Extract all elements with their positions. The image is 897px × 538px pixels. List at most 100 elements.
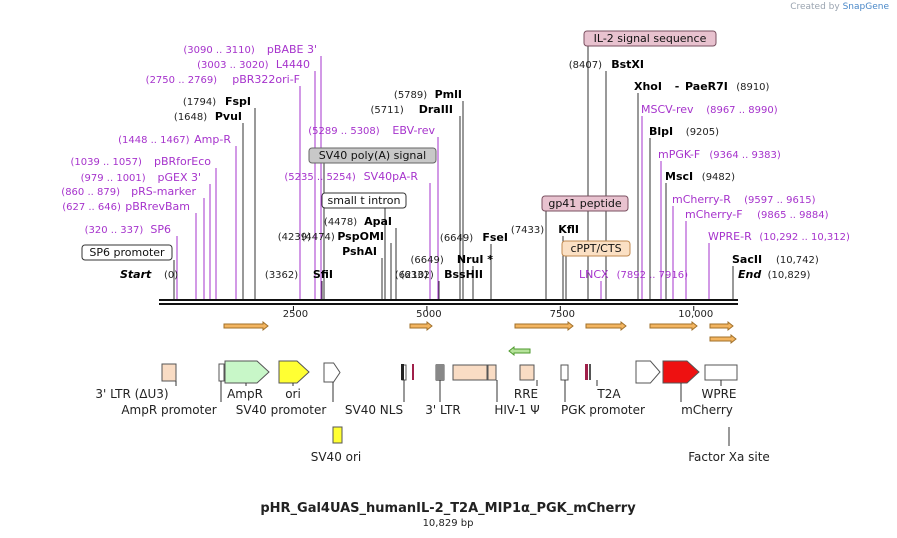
primer-prsmarker[interactable]: pRS-marker(860 .. 879) (61, 185, 196, 198)
reverse-orf-arrow[interactable] (508, 345, 531, 357)
primer-name: pBABE 3' (267, 43, 317, 56)
enzyme-site-start[interactable]: Start (0) (120, 268, 178, 281)
label-box (541, 195, 629, 212)
enzyme-site-blpi[interactable]: BlpI(9205) (649, 125, 719, 138)
feature-t2a[interactable] (560, 364, 569, 381)
enzyme-site-sfii[interactable]: SfiI(3362) (265, 268, 333, 281)
enzyme-coord: (8910) (736, 82, 769, 93)
enzyme-site-fsei[interactable]: FseI (6649) (440, 231, 508, 244)
feature-3ltru3[interactable] (161, 363, 177, 382)
feature-label-sp6promoter[interactable]: SP6 promoter (81, 244, 173, 261)
primer-ampr[interactable]: Amp-R(1448 .. 1467) (118, 133, 231, 146)
primer-coord: (10,292 .. 10,312) (759, 232, 850, 243)
orf-arrow[interactable] (585, 320, 627, 332)
feature-shape (704, 364, 738, 381)
feature-label-mcherry: mCherry (681, 403, 733, 417)
enzyme-name: FseI (482, 231, 508, 244)
enzyme-site-bsshii[interactable]: BssHII(6332) (401, 268, 483, 281)
primer-name: WPRE-R (708, 230, 752, 243)
feature-sv40promoter[interactable] (323, 362, 341, 383)
primer-name: Amp-R (194, 133, 231, 146)
primer-sp6[interactable]: SP6(320 .. 337) (85, 223, 171, 236)
enzyme-site-pshai[interactable]: PshAI (342, 245, 377, 258)
enzyme-name: BstXI (611, 58, 644, 71)
primer-mcherryr[interactable]: mCherry-R(9597 .. 9615) (672, 193, 816, 206)
primer-mscvrev[interactable]: MSCV-rev(8967 .. 8990) (641, 103, 778, 116)
feature-shape (323, 362, 341, 383)
primer-sv40par[interactable]: SV40pA-R(5235 .. 5254) (284, 170, 418, 183)
enzyme-site-xhoi[interactable]: XhoI (634, 80, 662, 93)
enzyme-site-kfli[interactable]: KflI(7433) (511, 223, 579, 236)
feature-hiv1[interactable] (487, 364, 497, 381)
snapgene-logo: SnapGene (842, 2, 889, 12)
label-text: cPPT/CTS (570, 242, 621, 255)
feature-label-smalltintron[interactable]: small t intron (321, 192, 407, 209)
primer-ebvrev[interactable]: EBV-rev(5289 .. 5308) (308, 124, 435, 137)
primer-mcherryf[interactable]: mCherry-F(9865 .. 9884) (685, 208, 829, 221)
enzyme-name: End (738, 268, 761, 281)
enzyme-coord: (6649) (440, 233, 473, 244)
feature-label-gp41peptide[interactable]: gp41 peptide (541, 195, 629, 212)
primer-pgex3[interactable]: pGEX 3'(979 .. 1001) (81, 171, 201, 184)
orf-arrow[interactable] (223, 320, 269, 332)
primer-l4440[interactable]: L4440(3003 .. 3020) (197, 58, 310, 71)
primer-name: mCherry-F (685, 208, 743, 221)
label-text: IL-2 signal sequence (594, 32, 707, 45)
feature-amprpromoter[interactable] (218, 363, 225, 382)
feature-label-il2signalsequence[interactable]: IL-2 signal sequence (583, 30, 717, 47)
enzyme-coord: (5789) (394, 90, 427, 101)
feature-rre[interactable] (452, 364, 488, 381)
enzyme-site-fspi[interactable]: FspI(1794) (183, 95, 251, 108)
enzyme-site-pspomi[interactable]: PspOMI(4474) (302, 230, 384, 243)
feature-wpre[interactable] (704, 364, 738, 381)
primer-mpgkf[interactable]: mPGK-F(9364 .. 9383) (658, 148, 781, 161)
orf-arrow[interactable] (649, 320, 698, 332)
feature-factorxasite[interactable] (635, 360, 661, 384)
enzyme-site-apai[interactable]: ApaI(4478) (324, 215, 392, 228)
label-text: SV40 poly(A) signal (319, 149, 426, 162)
enzyme-coord: (3362) (265, 270, 298, 281)
feature-label-sv40polyasignal[interactable]: SV40 poly(A) signal (308, 147, 437, 164)
primer-wprer[interactable]: WPRE-R (10,292 .. 10,312) (708, 230, 850, 243)
feature-marker (412, 364, 414, 380)
feature-ampr[interactable] (224, 360, 270, 384)
feature-ori[interactable] (278, 360, 310, 384)
orf-arrow[interactable] (514, 320, 574, 332)
feature-marker (436, 364, 444, 381)
feature-label-3ltru3: 3' LTR (ΔU3) (95, 387, 168, 401)
feature-label-t2a: T2A (596, 387, 621, 401)
enzyme-site-nrui[interactable]: NruI *(6649) (411, 253, 494, 266)
enzyme-coord: (4478) (324, 217, 357, 228)
primer-pbrrevbam[interactable]: pBRrevBam(627 .. 646) (62, 200, 190, 213)
enzyme-site-pmli[interactable]: PmlI(5789) (394, 88, 462, 101)
feature-shape (519, 364, 535, 381)
orf-arrow[interactable] (709, 333, 737, 345)
feature-shape (218, 363, 225, 382)
enzyme-site-paer7i[interactable]: PaeR7I(8910) (685, 80, 770, 93)
primer-pbrforeco[interactable]: pBRforEco(1039 .. 1057) (70, 155, 211, 168)
enzyme-site-end[interactable]: End(10,829) (738, 268, 810, 281)
primer-pbabe3[interactable]: pBABE 3'(3090 .. 3110) (183, 43, 317, 56)
feature-sv40ori[interactable] (332, 426, 343, 444)
enzyme-site-bstxi[interactable]: BstXI(8407) (569, 58, 644, 71)
enzyme-site-pvui[interactable]: PvuI(1648) (174, 110, 242, 123)
feature-pgkpromoter[interactable] (519, 364, 535, 381)
enzyme-site-draiii[interactable]: DraIII(5711) (371, 103, 453, 116)
orf-arrow[interactable] (709, 320, 734, 332)
primer-lncx[interactable]: LNCX(7892 .. 7916) (579, 268, 688, 281)
enzyme-coord: (0) (164, 270, 178, 281)
feature-label-pgkpromoter: PGK promoter (561, 403, 645, 417)
enzyme-name: Start (120, 268, 152, 281)
feature-mcherry[interactable] (662, 360, 700, 384)
enzyme-coord: (7433) (511, 225, 544, 236)
enzyme-coord: (1648) (174, 112, 207, 123)
enzyme-name: XhoI (634, 80, 662, 93)
feature-label-cpptcts[interactable]: cPPT/CTS (561, 240, 631, 257)
enzyme-site-sacii[interactable]: SacII(10,742) (732, 253, 819, 266)
label-box (583, 30, 717, 47)
plasmid-title: pHR_Gal4UAS_humanIL-2_T2A_MIP1α_PGK_mChe… (260, 501, 636, 516)
orf-arrow[interactable] (409, 320, 433, 332)
enzyme-site-msci[interactable]: MscI(9482) (665, 170, 735, 183)
enzyme-coord: (6332) (401, 270, 434, 281)
primer-pbr322orif[interactable]: pBR322ori-F(2750 .. 2769) (146, 73, 300, 86)
